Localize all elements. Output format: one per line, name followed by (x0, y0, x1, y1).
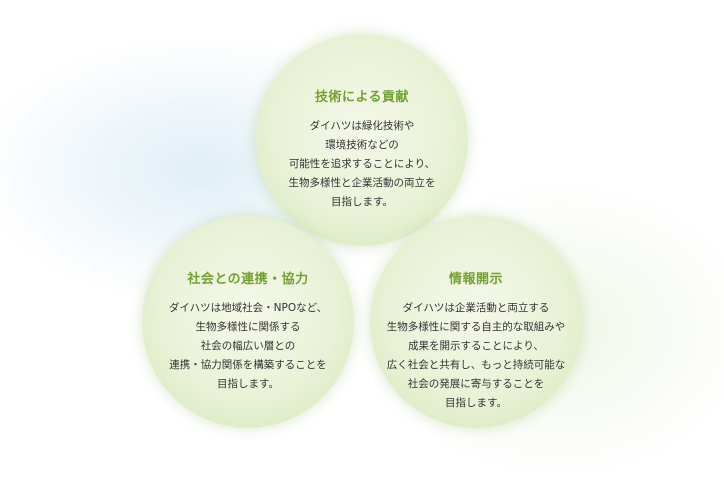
circle-body-line: 目指します。 (217, 378, 279, 390)
circle-body-line: 社会の発展に寄与することを (407, 378, 545, 390)
circle-body-line: 生物多様性と企業活動の両立を (288, 177, 436, 189)
circle-body-line: ダイハツは緑化技術や (309, 120, 415, 132)
circle-technology-contribution: 技術による貢献 ダイハツは緑化技術や 環境技術などの 可能性を追求することにより… (256, 34, 468, 246)
circle-body-line: ダイハツは企業活動と両立する (402, 302, 550, 314)
circle-body: ダイハツは地域社会・NPOなど、 生物多様性に関係する 社会の幅広い層との 連携… (142, 299, 354, 394)
circle-body: ダイハツは緑化技術や 環境技術などの 可能性を追求することにより、 生物多様性と… (256, 117, 468, 212)
circle-social-cooperation: 社会との連携・協力 ダイハツは地域社会・NPOなど、 生物多様性に関係する 社会… (142, 216, 354, 428)
circle-body-line: 生物多様性に関する自主的な取組みや (386, 321, 566, 333)
circle-title: 情報開示 (448, 272, 503, 287)
circle-body: ダイハツは企業活動と両立する 生物多様性に関する自主的な取組みや 成果を開示する… (370, 299, 582, 413)
circle-body-line: 目指します。 (445, 397, 507, 409)
circle-body-line: 可能性を追求することにより、 (288, 158, 436, 170)
circle-title: 技術による貢献 (314, 90, 410, 105)
circle-body-line: 社会の幅広い層との (200, 340, 296, 352)
circle-body-line: 広く社会と共有し、もっと持続可能な (386, 359, 566, 371)
circle-body-line: 生物多様性に関係する (195, 321, 301, 333)
circle-body-line: ダイハツは地域社会・NPOなど、 (168, 302, 328, 314)
circle-body-line: 目指します。 (331, 196, 393, 208)
circle-information-disclosure: 情報開示 ダイハツは企業活動と両立する 生物多様性に関する自主的な取組みや 成果… (370, 216, 582, 428)
circle-body-line: 環境技術などの (325, 139, 399, 151)
circle-body-line: 連携・協力関係を構築することを (169, 359, 327, 371)
circle-title: 社会との連携・協力 (187, 272, 309, 287)
circle-body-line: 成果を開示することにより、 (408, 340, 544, 352)
